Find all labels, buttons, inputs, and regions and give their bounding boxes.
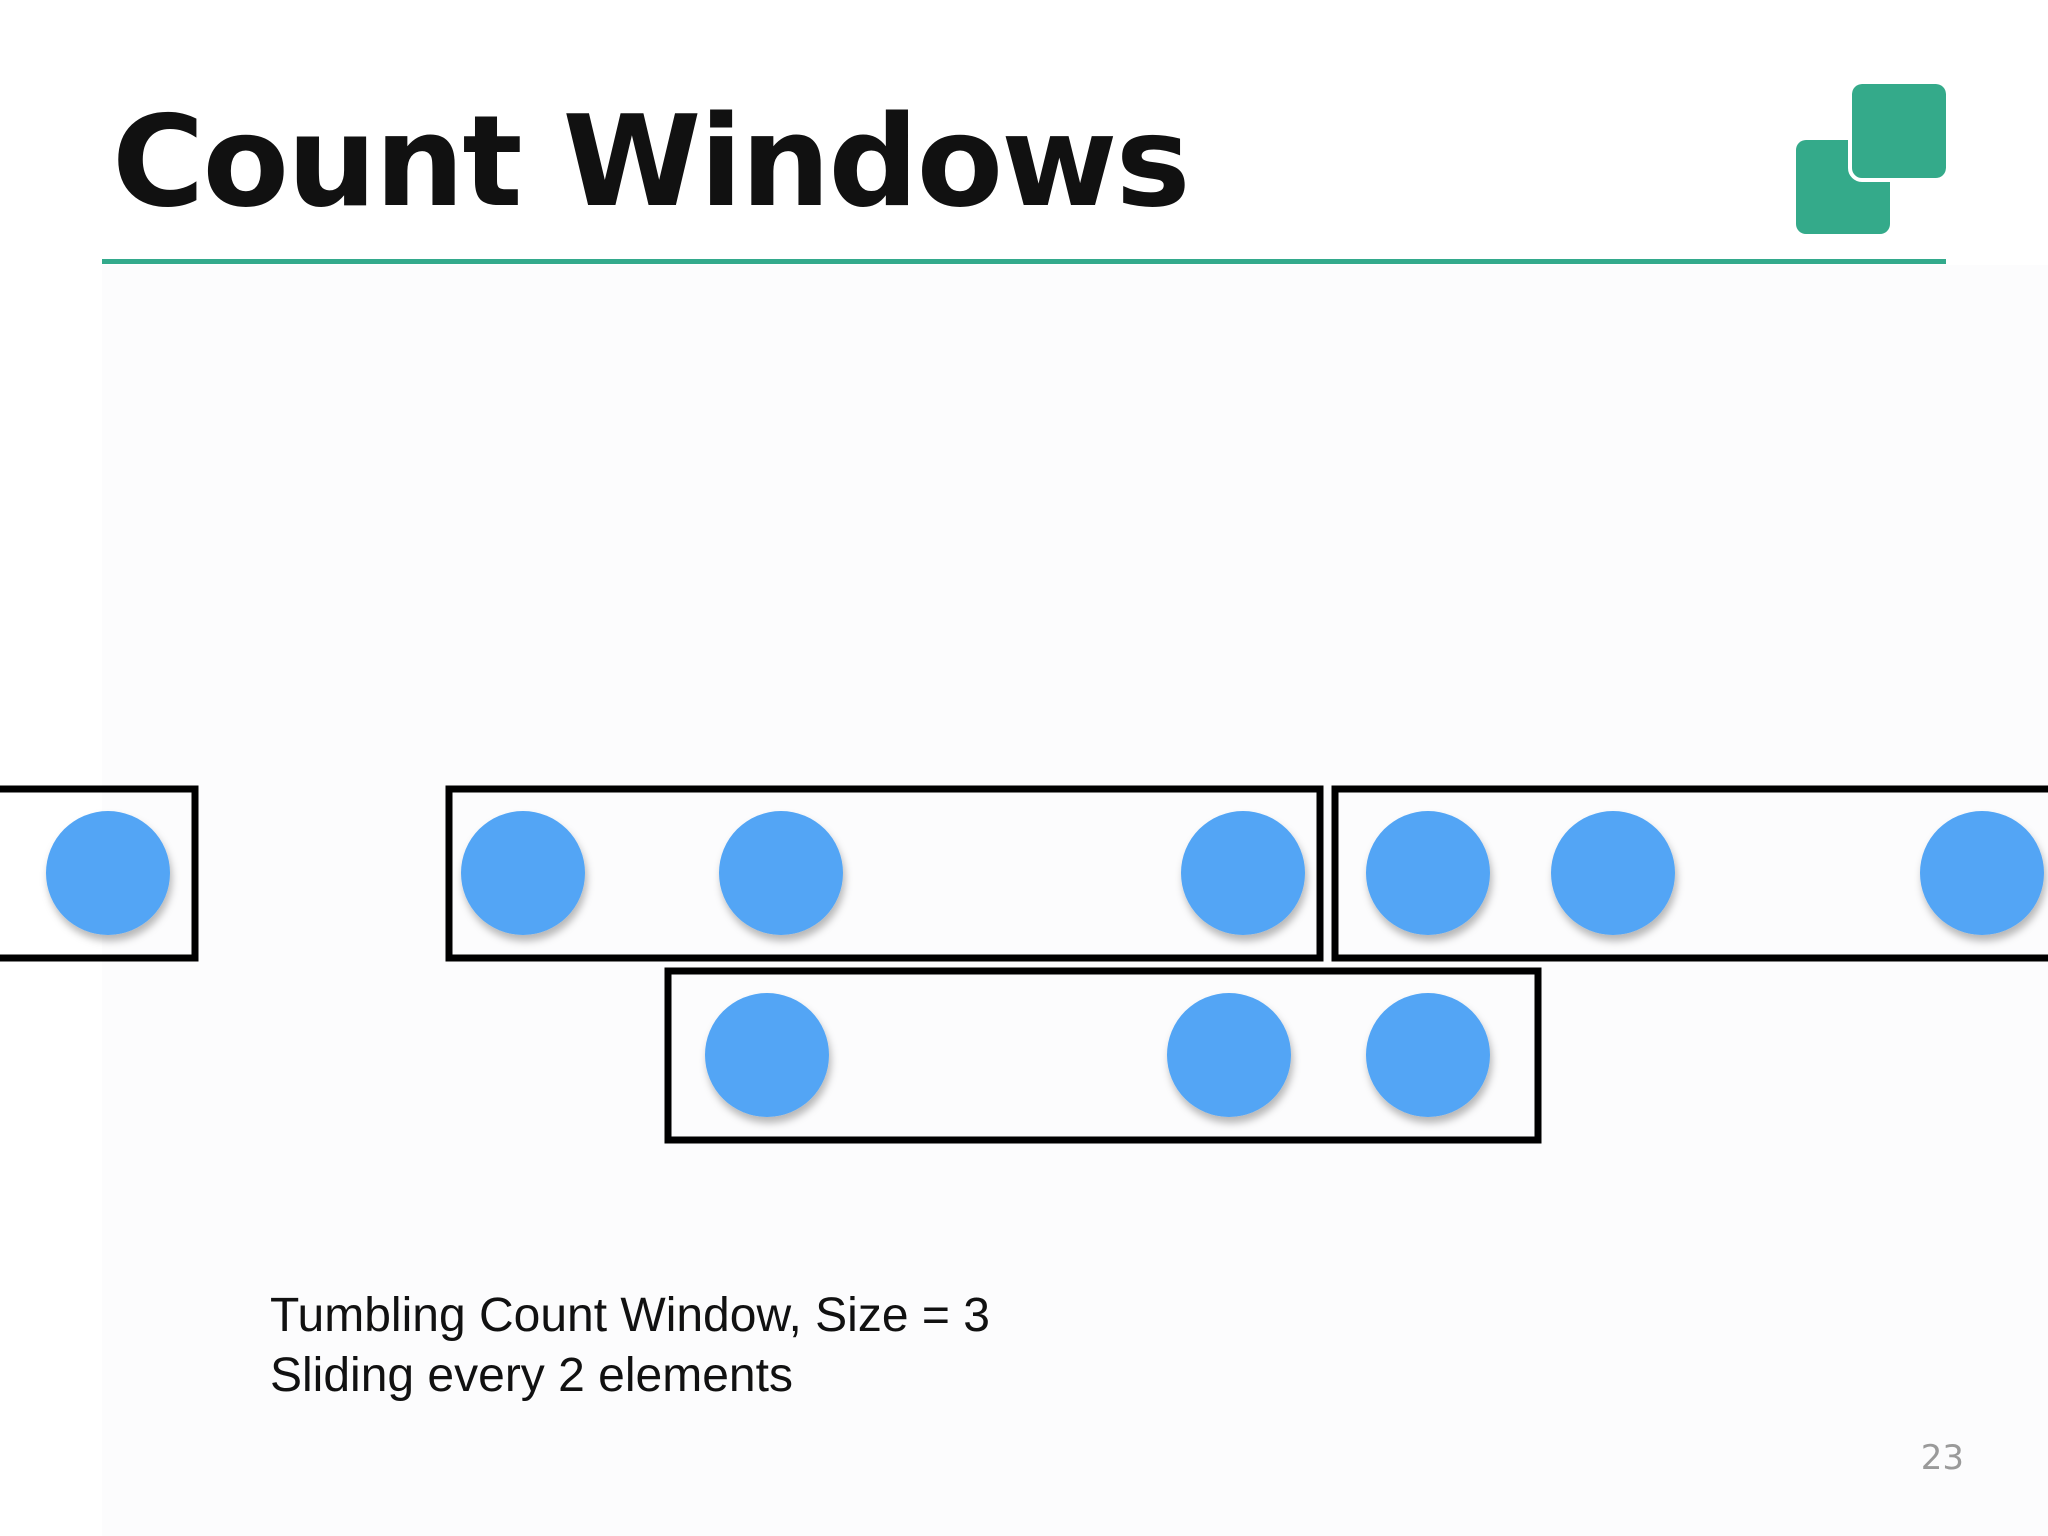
logo-square-front (1848, 80, 1950, 182)
two-overlapping-squares-icon (1796, 80, 1950, 234)
slide-title: Count Windows (112, 88, 1191, 235)
diagram-caption: Tumbling Count Window, Size = 3 Sliding … (270, 1286, 990, 1406)
title-divider (102, 259, 1946, 264)
caption-line: Tumbling Count Window, Size = 3 (270, 1289, 990, 1342)
page-number: 23 (1920, 1438, 1964, 1478)
caption-line: Sliding every 2 elements (270, 1349, 793, 1402)
